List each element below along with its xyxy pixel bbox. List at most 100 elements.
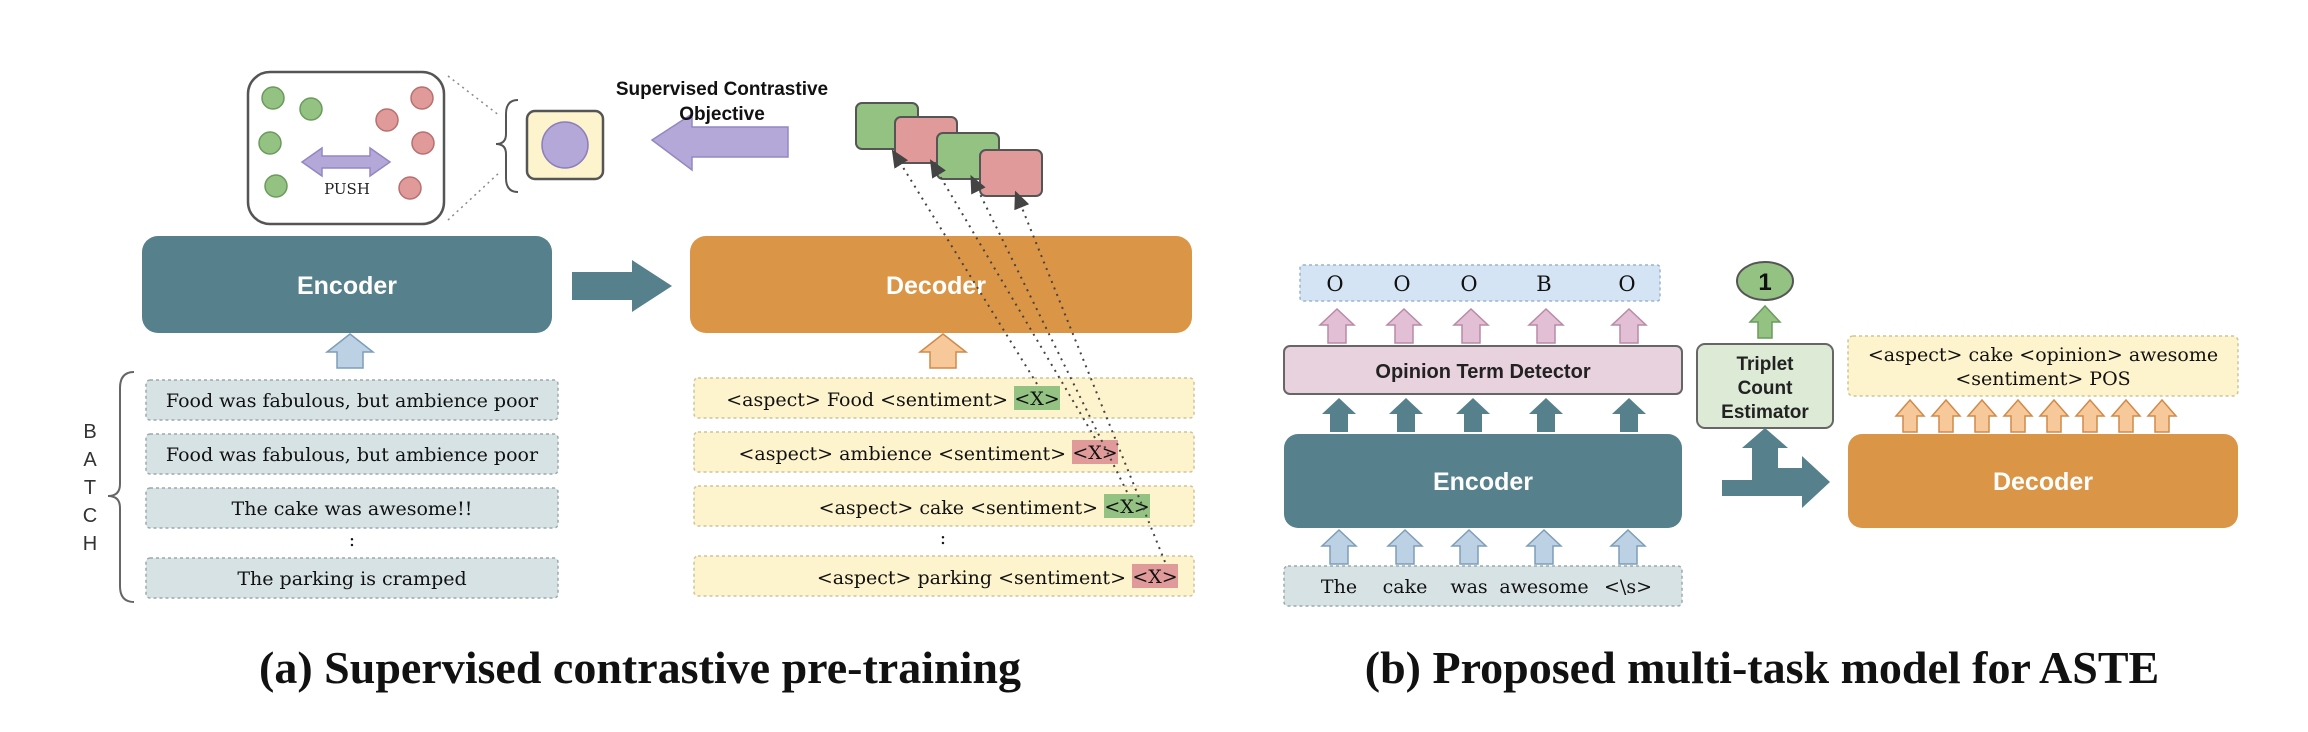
push-label: PUSH: [324, 180, 370, 198]
target-sequence-text: <aspect> cake <sentiment>: [819, 497, 1098, 519]
bio-tag-strip: [1299, 264, 1661, 302]
input-token: awesome: [1499, 576, 1588, 598]
input-sentence: Food was fabulous, but ambience poor: [166, 390, 539, 412]
bio-tag: B: [1536, 272, 1551, 296]
token-up-arrow: [1320, 528, 1358, 565]
caption-a: (a) Supervised contrastive pre-training: [259, 642, 1021, 693]
token-up-arrow: [1386, 528, 1424, 565]
input-sentence: The cake was awesome!!: [232, 498, 473, 520]
tag-to-output-arrow: [970, 174, 1128, 493]
detector-up-arrow: [1452, 307, 1490, 344]
generated-output-line2: <sentiment> POS: [1955, 368, 2130, 390]
embedding-space: PUSH: [246, 70, 446, 226]
batch-brace: [107, 371, 135, 603]
input-sentence: Food was fabulous, but ambience poor: [166, 444, 539, 466]
encoder-label: Encoder: [297, 272, 397, 300]
decoder-up-arrow: [2038, 398, 2070, 433]
output-square-red: [979, 149, 1043, 197]
encoder-up-arrow: [1612, 398, 1646, 432]
zoom-brace: [495, 99, 519, 193]
token-up-arrow: [1525, 528, 1563, 565]
input-token: cake: [1383, 576, 1428, 598]
encoder-up-arrow: [1529, 398, 1563, 432]
positive-embedding: [299, 97, 323, 121]
target-sequence-text: <aspect> Food <sentiment>: [726, 389, 1008, 411]
target-sequence-box: [693, 555, 1195, 597]
estimator-label: Estimator: [1721, 402, 1809, 423]
decoder-up-arrow: [2074, 398, 2106, 433]
decoder-up-arrow: [1966, 398, 1998, 433]
batch-letter: A: [83, 449, 97, 471]
encoder-fork-arrow: [1722, 428, 1830, 508]
opinion-term-detector: [1283, 345, 1683, 395]
input-sentence: The parking is cramped: [237, 568, 466, 590]
detector-up-arrow: [1610, 307, 1648, 344]
encoder-block-b: [1284, 434, 1682, 528]
token-strip: [1283, 565, 1683, 607]
input-sentence-box: [145, 487, 559, 529]
detector-up-arrow: [1385, 307, 1423, 344]
decoder-up-arrow: [1930, 398, 1962, 433]
bio-tag: O: [1393, 272, 1410, 296]
batch-letter: H: [83, 533, 97, 555]
token-up-arrow: [1450, 528, 1488, 565]
negative-embedding: [398, 176, 422, 200]
positive-embedding: [264, 174, 288, 198]
generated-output-box: [1847, 335, 2239, 397]
tag-to-output-arrow: [1014, 190, 1166, 563]
batch-letter: B: [83, 421, 96, 443]
input-token: <\s>: [1604, 576, 1652, 598]
contrastive-objective-arrow: [650, 112, 789, 172]
encoder-to-decoder-arrow: [572, 260, 672, 312]
triplet-count-output: [1736, 261, 1794, 301]
detector-up-arrow: [1527, 307, 1565, 344]
objective-label-line2: Objective: [679, 104, 765, 125]
push-double-arrow: [300, 146, 392, 178]
bio-tag: O: [1460, 272, 1477, 296]
batch-letter: T: [84, 477, 96, 499]
positive-embedding: [261, 86, 285, 110]
input-sentence-box: [145, 379, 559, 421]
tag-to-output-arrow: [891, 149, 1038, 385]
decoder-up-arrow: [2002, 398, 2034, 433]
caption-b: (b) Proposed multi-task model for ASTE: [1365, 642, 2159, 693]
negative-embedding: [410, 86, 434, 110]
decoder-block: [690, 236, 1192, 333]
encoder-up-arrow: [1456, 398, 1490, 432]
token-up-arrow: [1609, 528, 1647, 565]
target-tag: <X>: [1104, 496, 1149, 518]
encoder-label-b: Encoder: [1433, 468, 1533, 496]
detector-up-arrow: [1318, 307, 1356, 344]
target-sequence-box: [693, 485, 1195, 527]
target-tag-green: [1014, 386, 1060, 410]
target-tag: <X>: [1072, 442, 1117, 464]
negative-embedding: [375, 108, 399, 132]
triplet-count-value: 1: [1758, 269, 1771, 296]
opinion-term-detector-label: Opinion Term Detector: [1375, 361, 1590, 383]
target-tag-red: [1132, 564, 1178, 588]
decoder-block-b: [1848, 434, 2238, 528]
batch-ellipsis: :: [349, 529, 355, 551]
generated-output-line1: <aspect> cake <opinion> awesome: [1868, 344, 2218, 366]
positive-embedding: [258, 131, 282, 155]
decoder-up-arrow: [2110, 398, 2142, 433]
zoom-line: [447, 75, 501, 117]
target-tag-green: [1104, 494, 1150, 518]
target-ellipsis: :: [940, 527, 946, 549]
decoder-up-arrow: [1894, 398, 1926, 433]
pooled-embedding: [541, 121, 589, 169]
input-token: was: [1450, 576, 1487, 598]
batch-inputs: Food was fabulous, but ambience poor Foo…: [145, 379, 559, 599]
estimator-label: Count: [1738, 378, 1794, 399]
bio-tag: O: [1618, 272, 1635, 296]
target-sequences: <aspect> Food <sentiment> <X> <aspect> a…: [693, 377, 1195, 597]
target-sequence-box: [693, 431, 1195, 473]
encoder-up-arrow: [1389, 398, 1423, 432]
objective-label-line1: Supervised Contrastive: [616, 79, 828, 100]
encoder-up-arrow: [1322, 398, 1356, 432]
input-token: The: [1321, 576, 1357, 598]
input-sentence-box: [145, 557, 559, 599]
batch-letter: C: [83, 505, 97, 527]
decoder-label-b: Decoder: [1993, 468, 2093, 496]
